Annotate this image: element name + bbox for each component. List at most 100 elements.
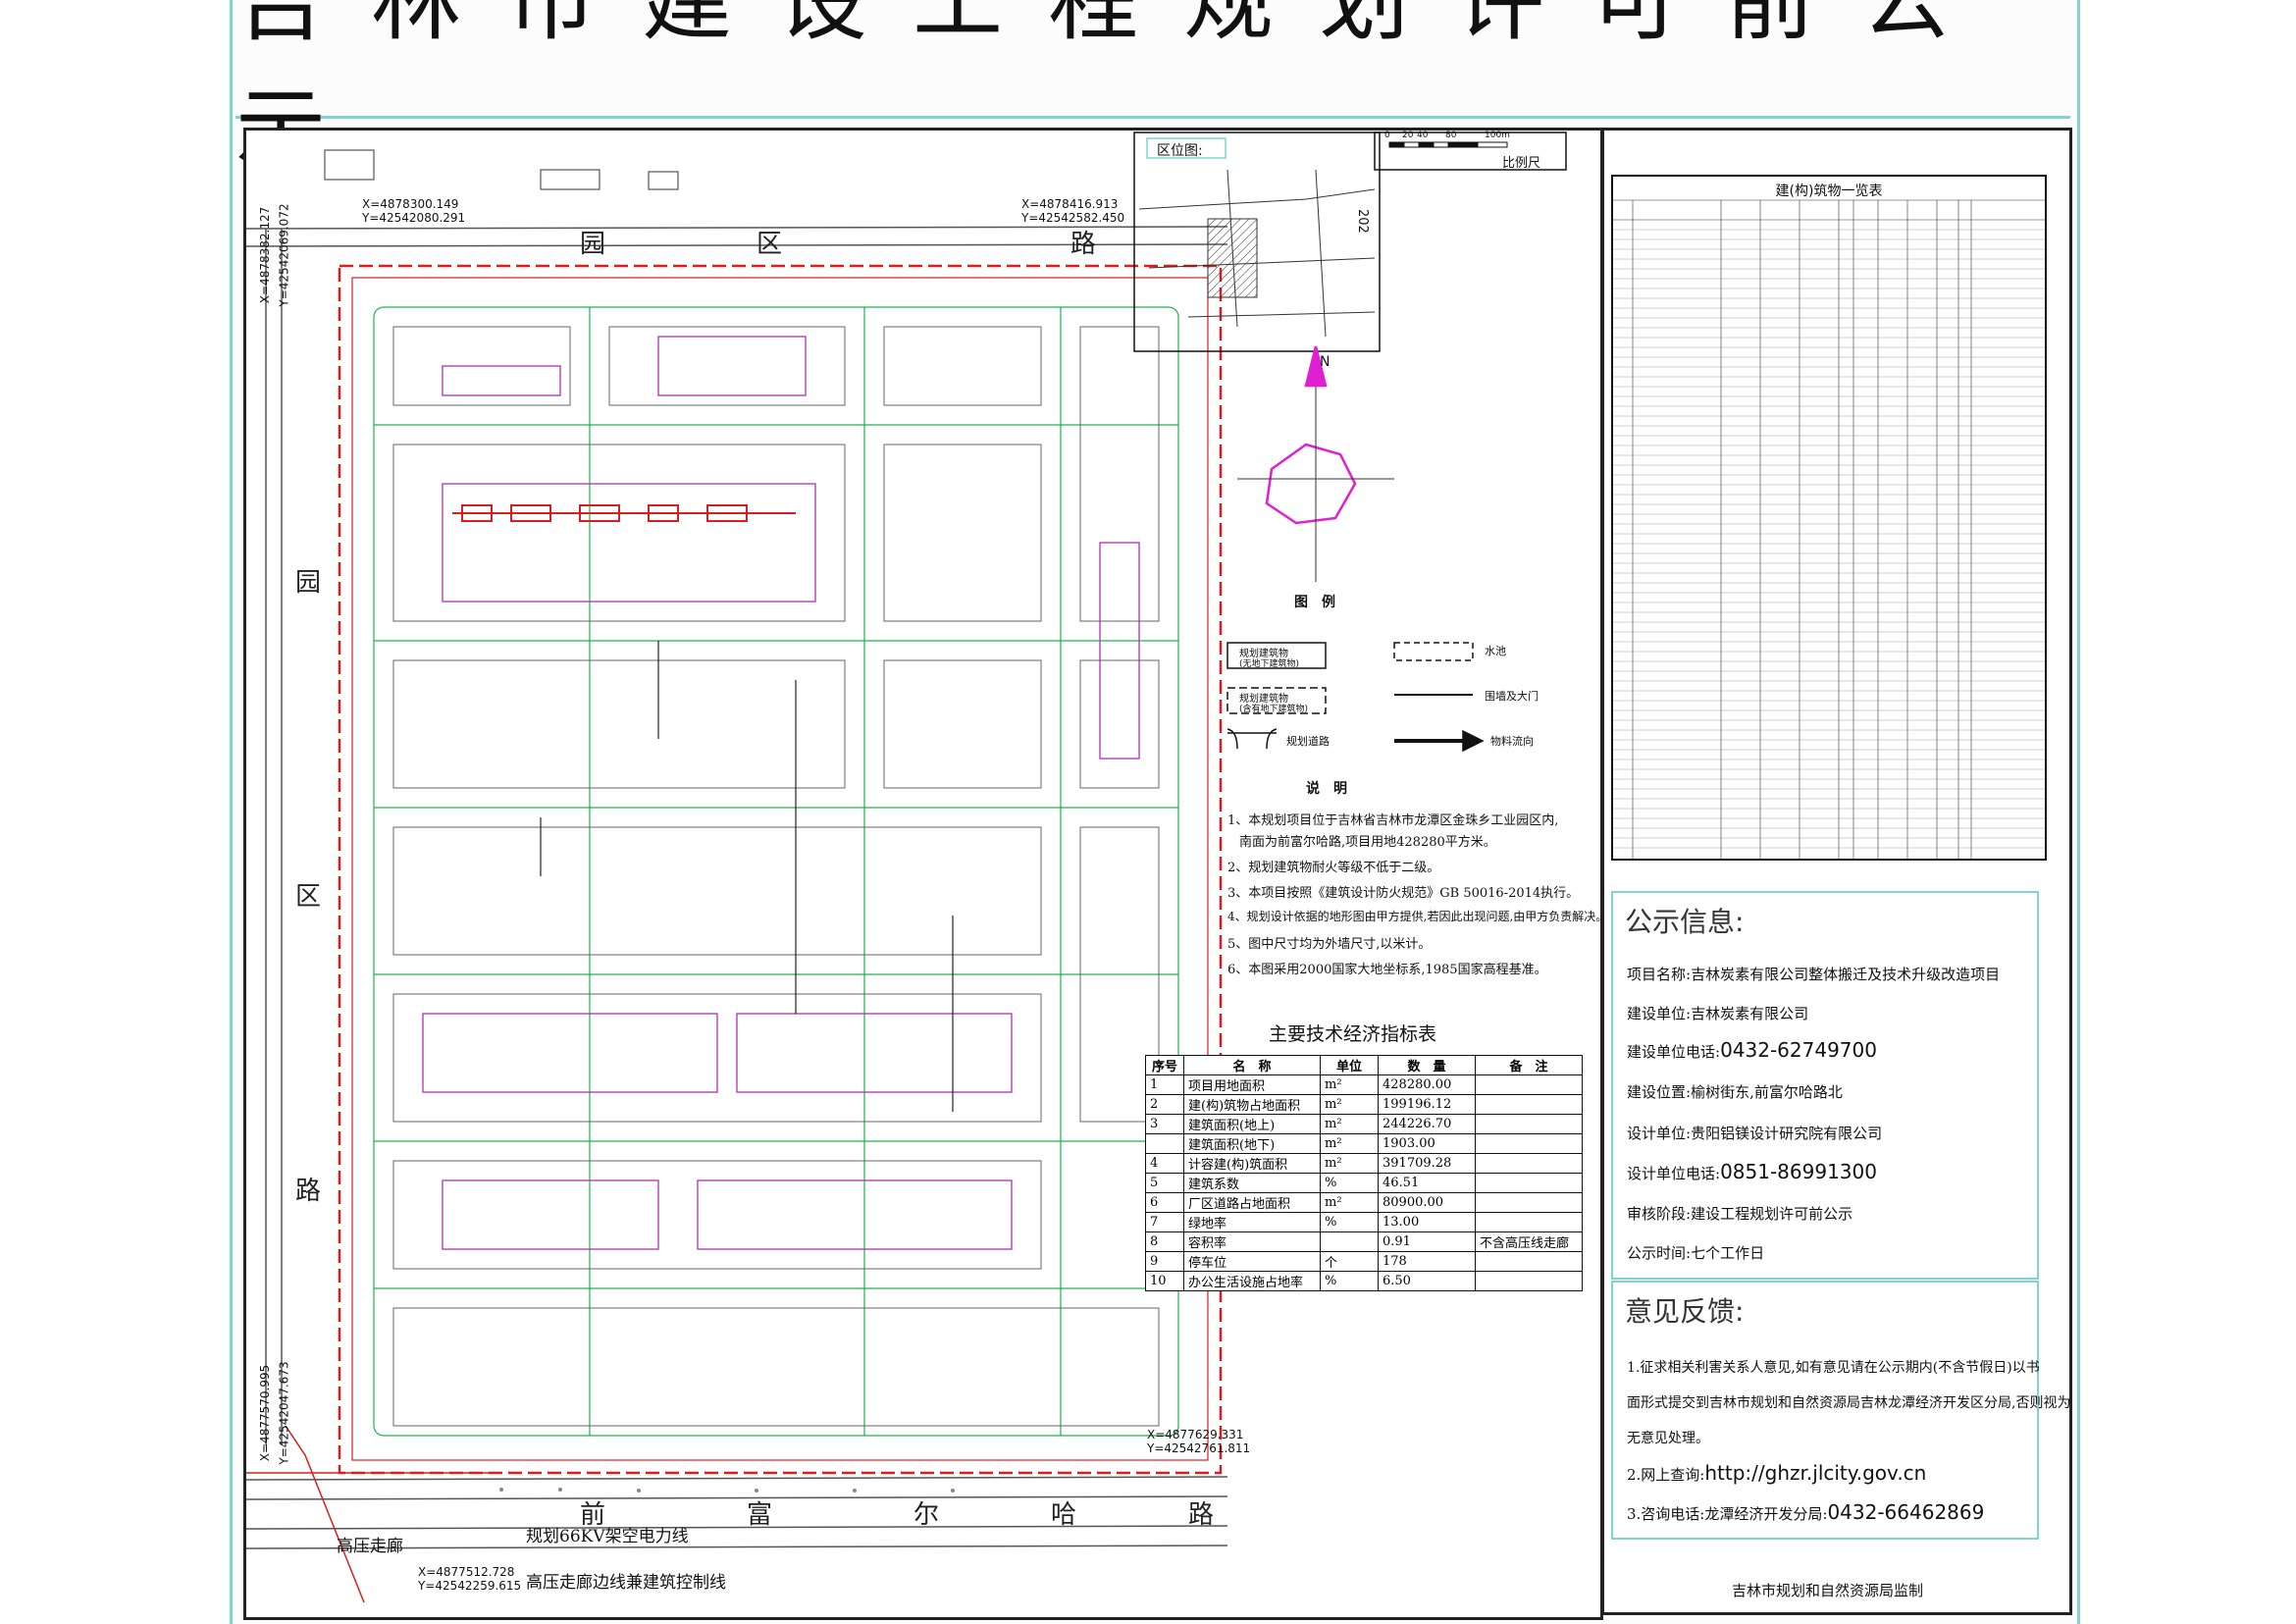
tech-cell: 1903.00 [1378,1133,1476,1154]
public-info-panel: 公示信息: 项目名称:吉林炭素有限公司整体搬迁及技术升级改造项目 建设单位:吉林… [1611,891,2039,1280]
feedback-line-1b: 面形式提交到吉林市规划和自然资源局吉林龙潭经济开发区分局,否则视为 [1627,1395,2071,1411]
tech-cell: % [1320,1212,1379,1232]
tech-cell: % [1320,1271,1379,1291]
site-plan-svg [246,131,1567,1603]
tech-cell: 1 [1145,1074,1184,1095]
tech-cell: 3 [1145,1114,1184,1134]
info-project: 项目名称:吉林炭素有限公司整体搬迁及技术升级改造项目 [1627,964,2000,984]
tech-cell [1475,1271,1583,1291]
tech-cell: 建筑面积(地上) [1183,1114,1321,1134]
info-stage-value: 建设工程规划许可前公示 [1691,1205,1853,1223]
coord-se-y: Y=42542761.811 [1147,1441,1251,1455]
site-boundary [338,264,1223,1475]
legend-symbols [1226,642,1485,753]
scale-tick-40: 40 [1417,131,1429,140]
note-6: 6、本图采用2000国家大地坐标系,1985国家高程基准。 [1227,963,1547,977]
note-1: 1、本规划项目位于吉林省吉林市龙潭区金珠乡工业园区内, [1227,813,1559,828]
tech-cell [1475,1192,1583,1213]
building-table-title: 建(构)筑物一览表 [1775,183,1883,199]
legend-planned-above: 规划建筑物 [1239,649,1288,659]
tech-cell: 9 [1145,1251,1184,1272]
feedback-phone-value: 0432-66462869 [1827,1500,1985,1524]
location-map [1133,131,1567,352]
tech-cell: % [1320,1173,1379,1193]
site-plan-drawing: X=4878300.149 Y=42542080.291 X=4878416.9… [243,128,1607,1620]
legend-material-flow: 物料流向 [1490,735,1534,748]
tech-cell: m² [1320,1192,1379,1213]
feedback-website-link[interactable]: http://ghzr.jlcity.gov.cn [1704,1461,1927,1485]
info-period-value: 七个工作日 [1691,1244,1765,1262]
tech-cell: 不含高压线走廊 [1475,1231,1583,1252]
road-south-char-2: 富 [747,1500,773,1530]
legend-planned-below: 规划建筑物 [1239,694,1288,705]
note-3: 3、本项目按照《建筑设计防火规范》GB 50016-2014执行。 [1227,886,1580,901]
tech-cell: 391709.28 [1378,1153,1476,1174]
info-designer-phone-label: 设计单位电话: [1627,1165,1721,1182]
tech-cell: 建(构)筑物占地面积 [1183,1094,1321,1115]
tech-cell [1475,1133,1583,1154]
tech-cell: 项目用地面积 [1183,1074,1321,1095]
info-location-label: 建设位置: [1627,1083,1692,1101]
tech-cell: 244226.70 [1378,1114,1476,1134]
scale-tick-0: 0 [1384,131,1390,140]
info-designer-value: 贵阳铝镁设计研究院有限公司 [1691,1125,1883,1142]
tech-cell: 计容建(构)筑面积 [1183,1153,1321,1174]
road-north-char-3: 路 [1070,230,1097,259]
location-map-label: 区位图: [1157,143,1203,159]
tech-cell [1475,1173,1583,1193]
info-builder: 建设单位:吉林炭素有限公司 [1627,1003,1808,1023]
info-builder-phone: 建设单位电话:0432-62749700 [1627,1038,1877,1062]
coord-nw-y: Y=42542080.291 [362,211,466,225]
tech-table-header: 序号 名 称 单位 数 量 备 注 [1145,1055,1583,1075]
feedback-line-2-label: 2.网上查询: [1627,1466,1705,1484]
road-north-char-2: 区 [757,230,783,259]
road-west-char-3: 路 [295,1177,322,1206]
public-info-heading: 公示信息: [1625,906,1745,938]
callout-power-line: 规划66KV架空电力线 [526,1527,689,1546]
coord-se-x: X=4877629.331 [1147,1428,1244,1441]
feedback-line-2: 2.网上查询:http://ghzr.jlcity.gov.cn [1627,1461,1926,1485]
feedback-heading: 意见反馈: [1625,1295,1745,1328]
coord-w-top-x: X=4878382.127 [258,206,273,304]
road-south-char-5: 路 [1188,1500,1215,1530]
info-builder-phone-label: 建设单位电话: [1627,1043,1721,1061]
info-builder-label: 建设单位: [1627,1005,1692,1022]
footer-credit: 吉林市规划和自然资源局监制 [1732,1582,1924,1599]
callout-hv-corridor: 高压走廊 [337,1537,403,1556]
road-south-char-1: 前 [580,1500,606,1530]
tech-th-value: 数 量 [1378,1055,1476,1075]
process-line [452,504,796,522]
callout-control-line: 高压走廊边线兼建筑控制线 [526,1573,726,1593]
tech-cell: 6.50 [1378,1271,1476,1291]
scale-tick-80: 80 [1445,131,1457,140]
road-south-char-4: 哈 [1051,1500,1077,1530]
internal-roads [373,306,1179,1437]
tech-cell [1475,1251,1583,1272]
info-project-value: 吉林炭素有限公司整体搬迁及技术升级改造项目 [1691,966,2001,983]
feedback-line-1a: 1.征求相关利害关系人意见,如有意见请在公示期内(不含节假日)以书 [1627,1360,2040,1376]
info-period-label: 公示时间: [1627,1244,1692,1262]
legend-planned-below-sub: (含有地下建筑物) [1239,705,1309,714]
info-location-value: 榆树街东,前富尔哈路北 [1691,1083,1843,1101]
tech-cell: 13.00 [1378,1212,1476,1232]
page-title: 吉林市建设工程规划许可前公示 [235,0,2070,183]
tech-cell: 46.51 [1378,1173,1476,1193]
tech-cell: m² [1320,1074,1379,1095]
tech-cell: 10 [1145,1271,1184,1291]
building-table-grid [1613,199,2045,859]
road-north-char-1: 园 [580,230,606,259]
tech-cell: 厂区道路占地面积 [1183,1192,1321,1213]
info-builder-phone-value: 0432-62749700 [1720,1038,1877,1062]
note-5: 5、图中尺寸均为外墙尺寸,以米计。 [1227,937,1432,952]
feedback-line-3-label: 3.咨询电话: [1627,1505,1705,1523]
tech-cell: 8 [1145,1231,1184,1252]
